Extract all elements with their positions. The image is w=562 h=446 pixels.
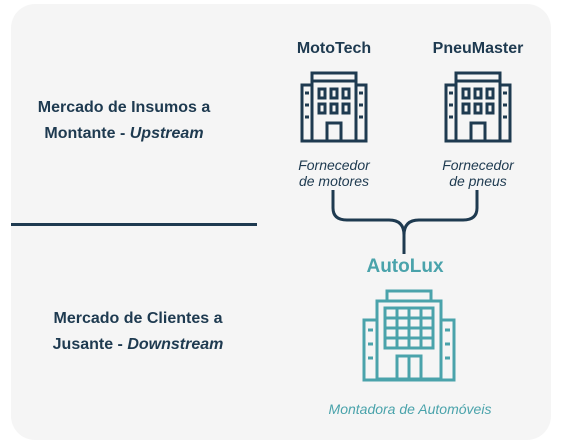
supplier-caption-mototech: Fornecedor de motores <box>269 157 399 189</box>
upstream-emphasis: Upstream <box>129 125 204 142</box>
office-building-icon <box>444 71 512 143</box>
downstream-line2: Jusante - Downstream <box>23 332 253 358</box>
customer-caption: Montadora de Automóveis <box>328 401 492 417</box>
upstream-line2: Montante - Upstream <box>9 121 239 147</box>
upstream-line2-prefix: Montante - <box>44 125 130 142</box>
caption-line2: de motores <box>298 173 370 189</box>
diagram-panel <box>11 4 551 440</box>
caption-line1: Fornecedor <box>298 157 370 173</box>
caption-line1: Fornecedor <box>442 157 514 173</box>
downstream-line2-prefix: Jusante - <box>52 336 128 353</box>
office-building-icon <box>300 71 368 143</box>
market-divider <box>11 223 257 226</box>
caption-line2: de pneus <box>449 173 507 189</box>
upstream-market-label: Mercado de Insumos a Montante - Upstream <box>9 95 239 147</box>
upstream-line1: Mercado de Insumos a <box>37 99 211 116</box>
supplier-caption-pneumaster: Fornecedor de pneus <box>413 157 543 189</box>
supplier-name-pneumaster: PneuMaster <box>432 40 524 57</box>
downstream-market-label: Mercado de Clientes a Jusante - Downstre… <box>23 306 253 358</box>
downstream-emphasis: Downstream <box>127 336 224 353</box>
customer-name: AutoLux <box>366 256 444 277</box>
supplier-name-mototech: MotoTech <box>296 40 372 57</box>
tower-building-icon <box>362 289 456 382</box>
downstream-line1: Mercado de Clientes a <box>53 310 223 327</box>
